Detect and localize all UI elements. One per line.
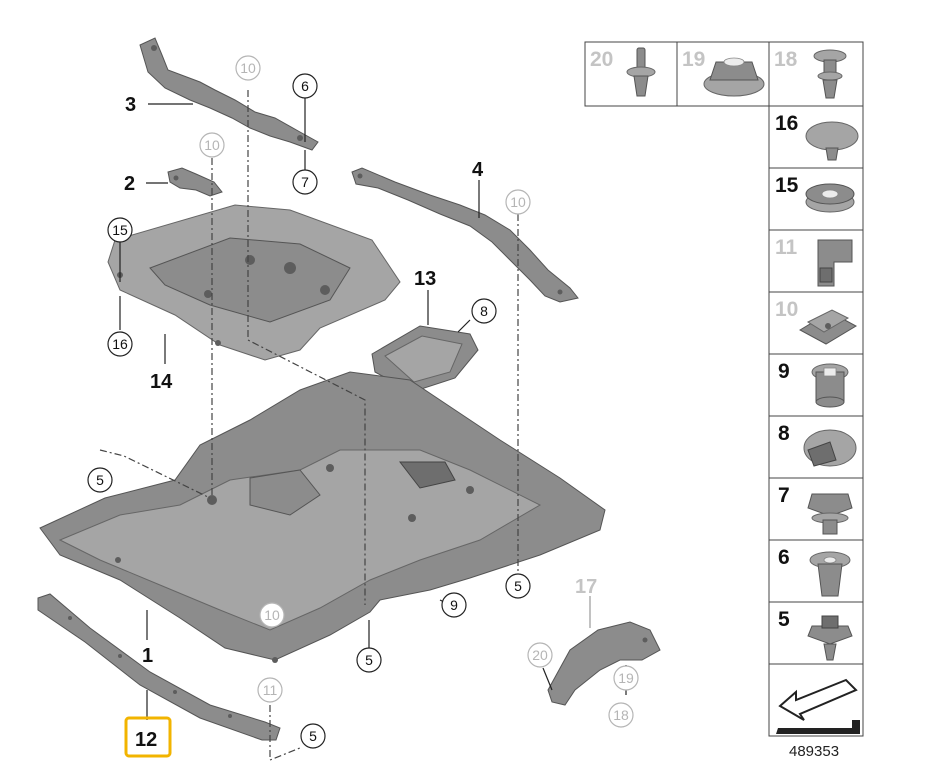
part-17-label: 17: [575, 576, 597, 598]
svg-text:11: 11: [775, 236, 798, 259]
svg-text:10: 10: [264, 607, 280, 623]
svg-text:7: 7: [778, 484, 790, 507]
svg-text:9: 9: [778, 360, 790, 383]
part-2-bracket: [167, 167, 223, 197]
svg-text:20: 20: [532, 647, 548, 663]
callout-10-bottom: 10: [259, 602, 285, 628]
svg-text:19: 19: [618, 670, 634, 686]
svg-text:5: 5: [365, 652, 373, 668]
part-4-strut: [351, 167, 579, 303]
part-12-highlight-box: [124, 716, 172, 758]
svg-text:8: 8: [778, 422, 790, 445]
svg-text:5: 5: [514, 578, 522, 594]
legend-item-20: 20: [590, 47, 656, 97]
callout-10-right: 10: [505, 189, 531, 215]
callout-5-center: 5: [356, 647, 382, 673]
svg-text:10: 10: [775, 298, 798, 321]
legend-item-11: 11: [775, 236, 853, 287]
legend-item-15: 15: [775, 174, 855, 213]
svg-text:18: 18: [613, 707, 629, 723]
callout-15: 15: [107, 217, 133, 243]
part-2-label: 2: [124, 173, 135, 195]
legend-top-row: 20 19 18: [584, 41, 864, 107]
svg-text:16: 16: [112, 336, 128, 352]
svg-text:16: 16: [775, 112, 798, 135]
callout-10-top: 10: [235, 55, 261, 81]
callout-5-left: 5: [87, 467, 113, 493]
part-1-label: 1: [142, 645, 153, 667]
catalog-number: 489353: [789, 743, 839, 760]
legend-item-5: 5: [778, 608, 853, 661]
part-3-label: 3: [125, 94, 136, 116]
callout-7: 7: [292, 169, 318, 195]
legend-item-18: 18: [774, 48, 847, 99]
callout-11: 11: [257, 677, 283, 703]
svg-text:8: 8: [480, 303, 488, 319]
svg-text:6: 6: [301, 78, 309, 94]
part-13-label: 13: [414, 268, 436, 290]
svg-text:5: 5: [309, 728, 317, 744]
legend-item-16: 16: [775, 112, 859, 161]
svg-text:6: 6: [778, 546, 790, 569]
callout-6: 6: [292, 73, 318, 99]
part-12-label: 12: [135, 729, 157, 751]
callout-20: 20: [527, 642, 553, 668]
part-14-label: 14: [150, 371, 173, 393]
legend-item-19: 19: [682, 48, 765, 97]
callout-5-bottom: 5: [300, 723, 326, 749]
part-4-label: 4: [472, 159, 484, 181]
legend-arrow-icon: [776, 678, 860, 734]
svg-text:19: 19: [682, 48, 705, 71]
svg-text:9: 9: [450, 597, 458, 613]
legend-column: 16 15 11 10 9 8: [768, 105, 864, 737]
legend-item-7: 7: [778, 484, 853, 535]
svg-text:18: 18: [774, 48, 798, 71]
svg-text:10: 10: [204, 137, 220, 153]
svg-text:5: 5: [96, 472, 104, 488]
svg-text:5: 5: [778, 608, 790, 631]
part-3-bracket: [139, 37, 319, 151]
svg-text:15: 15: [112, 222, 128, 238]
svg-text:11: 11: [263, 682, 278, 698]
callout-8: 8: [471, 298, 497, 324]
callout-9: 9: [441, 592, 467, 618]
legend-item-8: 8: [778, 422, 857, 467]
legend-item-10: 10: [775, 298, 858, 345]
callout-5-right: 5: [505, 573, 531, 599]
callout-10-left: 10: [199, 132, 225, 158]
part-13-cover-plate: [371, 325, 479, 393]
legend-item-9: 9: [778, 360, 849, 408]
callout-18: 18: [608, 702, 634, 728]
part-1-main-shield: [39, 371, 606, 663]
svg-text:20: 20: [590, 48, 613, 71]
part-14-upper-shield: [107, 204, 401, 361]
svg-text:15: 15: [775, 174, 799, 197]
callout-16: 16: [107, 331, 133, 357]
callout-19: 19: [613, 665, 639, 691]
svg-text:7: 7: [301, 174, 309, 190]
part-12-bumper-strip: [37, 593, 281, 741]
part-17-bracket: [547, 621, 661, 706]
svg-text:10: 10: [240, 60, 256, 76]
svg-text:10: 10: [510, 194, 526, 210]
legend-item-6: 6: [778, 546, 851, 597]
